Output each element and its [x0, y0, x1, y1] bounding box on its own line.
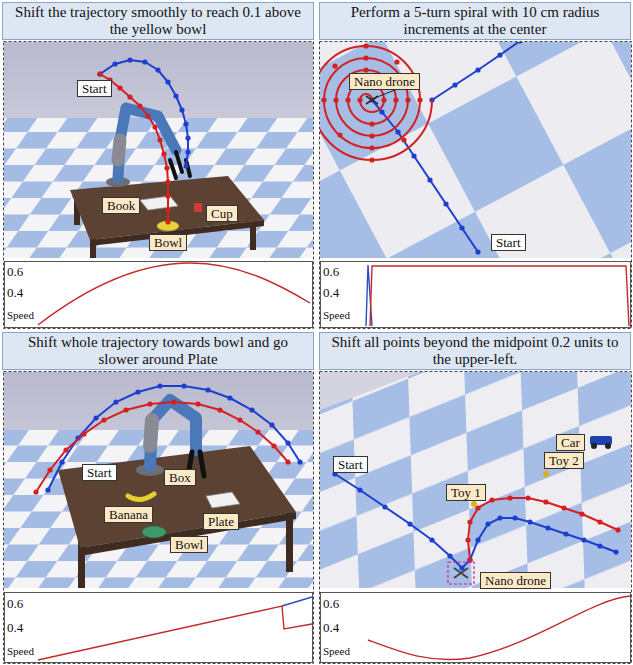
- tick-label: 0.4: [6, 621, 24, 635]
- object-label: Toy 2: [544, 452, 584, 469]
- node-text: Banana: [109, 507, 148, 522]
- node-text: Shift the trajectory smoothly to reach 0…: [9, 4, 307, 38]
- node-text: Book: [107, 198, 135, 213]
- node-text: Car: [561, 435, 580, 450]
- node-text: Nano drone: [354, 74, 415, 89]
- object-label: Toy 1: [446, 484, 486, 501]
- start-label: Start: [77, 80, 112, 97]
- object-label: Box: [164, 469, 196, 486]
- node-text: Start: [82, 81, 107, 96]
- node-text: Perform a 5-turn spiral with 10 cm radiu…: [326, 4, 624, 38]
- tick-label: 0.6: [6, 265, 24, 279]
- axis-title: Speed: [322, 644, 351, 658]
- node-text: Nano drone: [485, 573, 546, 588]
- start-label: Start: [82, 464, 117, 481]
- start-label: Start: [491, 234, 526, 251]
- object-label: Plate: [203, 513, 239, 530]
- instruction-box: Shift whole trajectory towards bowl and …: [2, 332, 314, 370]
- node-text: Shift whole trajectory towards bowl and …: [9, 334, 307, 368]
- object-label: Book: [102, 197, 140, 214]
- object-label: Nano drone: [480, 572, 551, 589]
- object-label: Bowl: [149, 234, 187, 251]
- node-text: Start: [496, 235, 521, 250]
- tick-label: 0.4: [322, 286, 340, 300]
- axis-title: Speed: [6, 644, 35, 658]
- tick-label: 0.6: [322, 597, 340, 611]
- node-text: Bowl: [175, 537, 203, 552]
- tick-label: 0.6: [6, 597, 24, 611]
- object-label: Car: [556, 434, 585, 451]
- node-text: Start: [87, 465, 112, 480]
- tick-label: 0.4: [6, 286, 24, 300]
- instruction-box: Shift all points beyond the midpoint 0.2…: [319, 332, 631, 370]
- node-text: Toy 2: [549, 453, 579, 468]
- instruction-box: Shift the trajectory smoothly to reach 0…: [2, 2, 314, 40]
- node-text: Cup: [211, 206, 233, 221]
- instruction-box: Perform a 5-turn spiral with 10 cm radiu…: [319, 2, 631, 40]
- tick-label: 0.4: [322, 621, 340, 635]
- axis-title: Speed: [322, 308, 351, 322]
- object-label: Cup: [206, 205, 238, 222]
- node-text: Shift all points beyond the midpoint 0.2…: [326, 334, 624, 368]
- object-label: Bowl: [170, 536, 208, 553]
- node-text: Toy 1: [451, 485, 481, 500]
- node-text: Plate: [208, 514, 234, 529]
- object-label: Nano drone: [349, 73, 420, 90]
- start-label: Start: [333, 456, 368, 473]
- node-text: Box: [169, 470, 191, 485]
- axis-title: Speed: [6, 308, 35, 322]
- node-text: Start: [338, 457, 363, 472]
- object-label: Banana: [104, 506, 153, 523]
- tick-label: 0.6: [322, 265, 340, 279]
- node-text: Bowl: [154, 235, 182, 250]
